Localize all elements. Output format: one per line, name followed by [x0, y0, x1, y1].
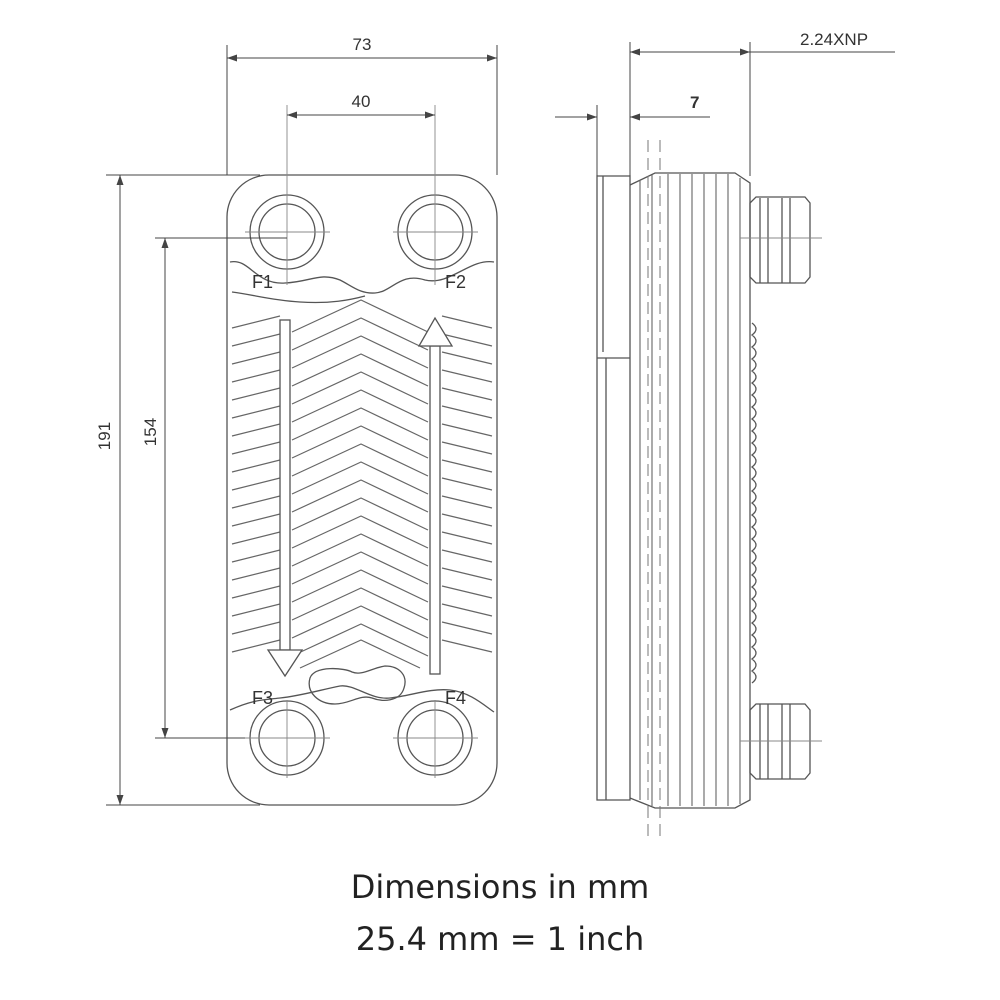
lower-lobe: [308, 665, 406, 705]
dim-label-154: 154: [141, 418, 160, 446]
flow-arrow-up: [417, 316, 454, 675]
side-wavy-edge: [750, 322, 757, 684]
side-connector-top: [749, 196, 811, 284]
side-plate-lines: [639, 174, 741, 806]
dim-label-7: 7: [690, 93, 699, 112]
upper-gasket-line: [229, 261, 495, 294]
port-label-f3: F3: [252, 688, 273, 708]
side-centerline: [647, 140, 661, 840]
side-connector-centerlines: [740, 237, 822, 742]
port-label-f1: F1: [252, 272, 273, 292]
caption-conversion: 25.4 mm = 1 inch: [355, 920, 645, 958]
side-end-plate-step: [597, 357, 630, 800]
front-dimensions: [106, 45, 498, 806]
herringbone-pattern: [231, 299, 493, 669]
dim-label-40: 40: [352, 92, 371, 111]
lower-gasket-line: [229, 685, 495, 713]
port-label-f2: F2: [445, 272, 466, 292]
dim-label-191: 191: [95, 422, 114, 450]
front-view: [226, 105, 498, 806]
side-dimensions: [555, 42, 895, 176]
dim-extension-154: [155, 237, 287, 739]
side-plate-pack: [629, 172, 751, 809]
caption-units: Dimensions in mm: [350, 868, 650, 906]
dim-label-model: 2.24XNP: [800, 30, 868, 49]
dim-extension-191: [106, 174, 260, 806]
dim-extension-73: [226, 45, 498, 175]
dim-label-73: 73: [353, 35, 372, 54]
side-connector-bottom: [749, 703, 811, 780]
port-centerlines: [245, 105, 478, 778]
flow-arrow-down: [266, 319, 304, 678]
side-view: [596, 140, 822, 840]
dim-extension-side: [596, 42, 751, 176]
plate-outline: [226, 174, 498, 806]
port-label-f4: F4: [445, 688, 466, 708]
upper-gasket-line-inner: [231, 291, 366, 304]
side-end-plate: [596, 175, 631, 801]
